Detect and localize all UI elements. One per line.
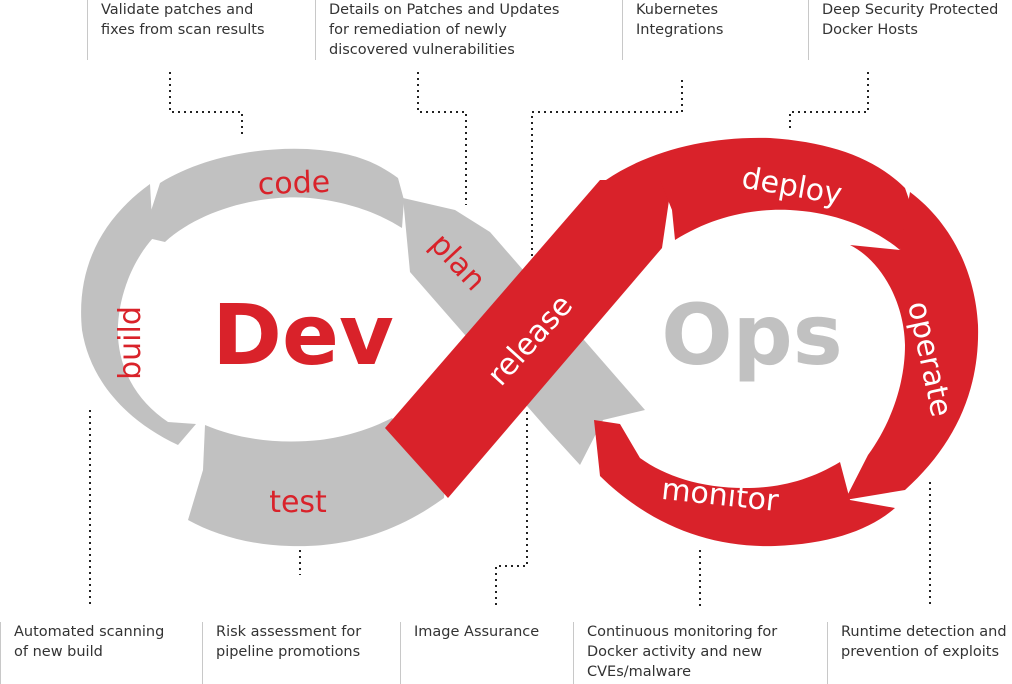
- center-label-dev: Dev: [212, 286, 393, 384]
- connector-docker-hosts: [789, 72, 869, 128]
- label-code: code: [257, 165, 331, 203]
- connector-patch-details: [417, 72, 467, 205]
- connector-lines: [89, 72, 931, 608]
- label-build: build: [113, 306, 148, 380]
- callout-continuous-monitoring: Continuous monitoring for Docker activit…: [573, 622, 777, 684]
- callout-kubernetes: Kubernetes Integrations: [622, 0, 723, 60]
- connector-validate: [169, 72, 243, 138]
- callout-image-assurance: Image Assurance: [400, 622, 539, 684]
- segment-operate: [845, 192, 979, 500]
- callout-runtime-detection: Runtime detection and prevention of expl…: [827, 622, 1007, 684]
- callout-risk-assessment: Risk assessment for pipeline promotions: [202, 622, 361, 684]
- center-label-ops: Ops: [661, 286, 843, 384]
- callout-automated-scanning: Automated scanning of new build: [0, 622, 164, 684]
- label-test: test: [269, 485, 327, 520]
- segment-deploy: [606, 137, 912, 250]
- segment-monitor: [594, 420, 895, 547]
- segment-test: [188, 418, 446, 547]
- callout-docker-hosts: Deep Security Protected Docker Hosts: [808, 0, 998, 60]
- ops-loop: [385, 137, 979, 547]
- connector-image-assurance: [495, 412, 528, 608]
- segment-build: [81, 184, 196, 445]
- callout-patch-details: Details on Patches and Updates for remed…: [315, 0, 559, 60]
- callout-validate-patches: Validate patches and fixes from scan res…: [87, 0, 265, 60]
- segment-release: [385, 180, 672, 498]
- segment-code: [148, 148, 404, 242]
